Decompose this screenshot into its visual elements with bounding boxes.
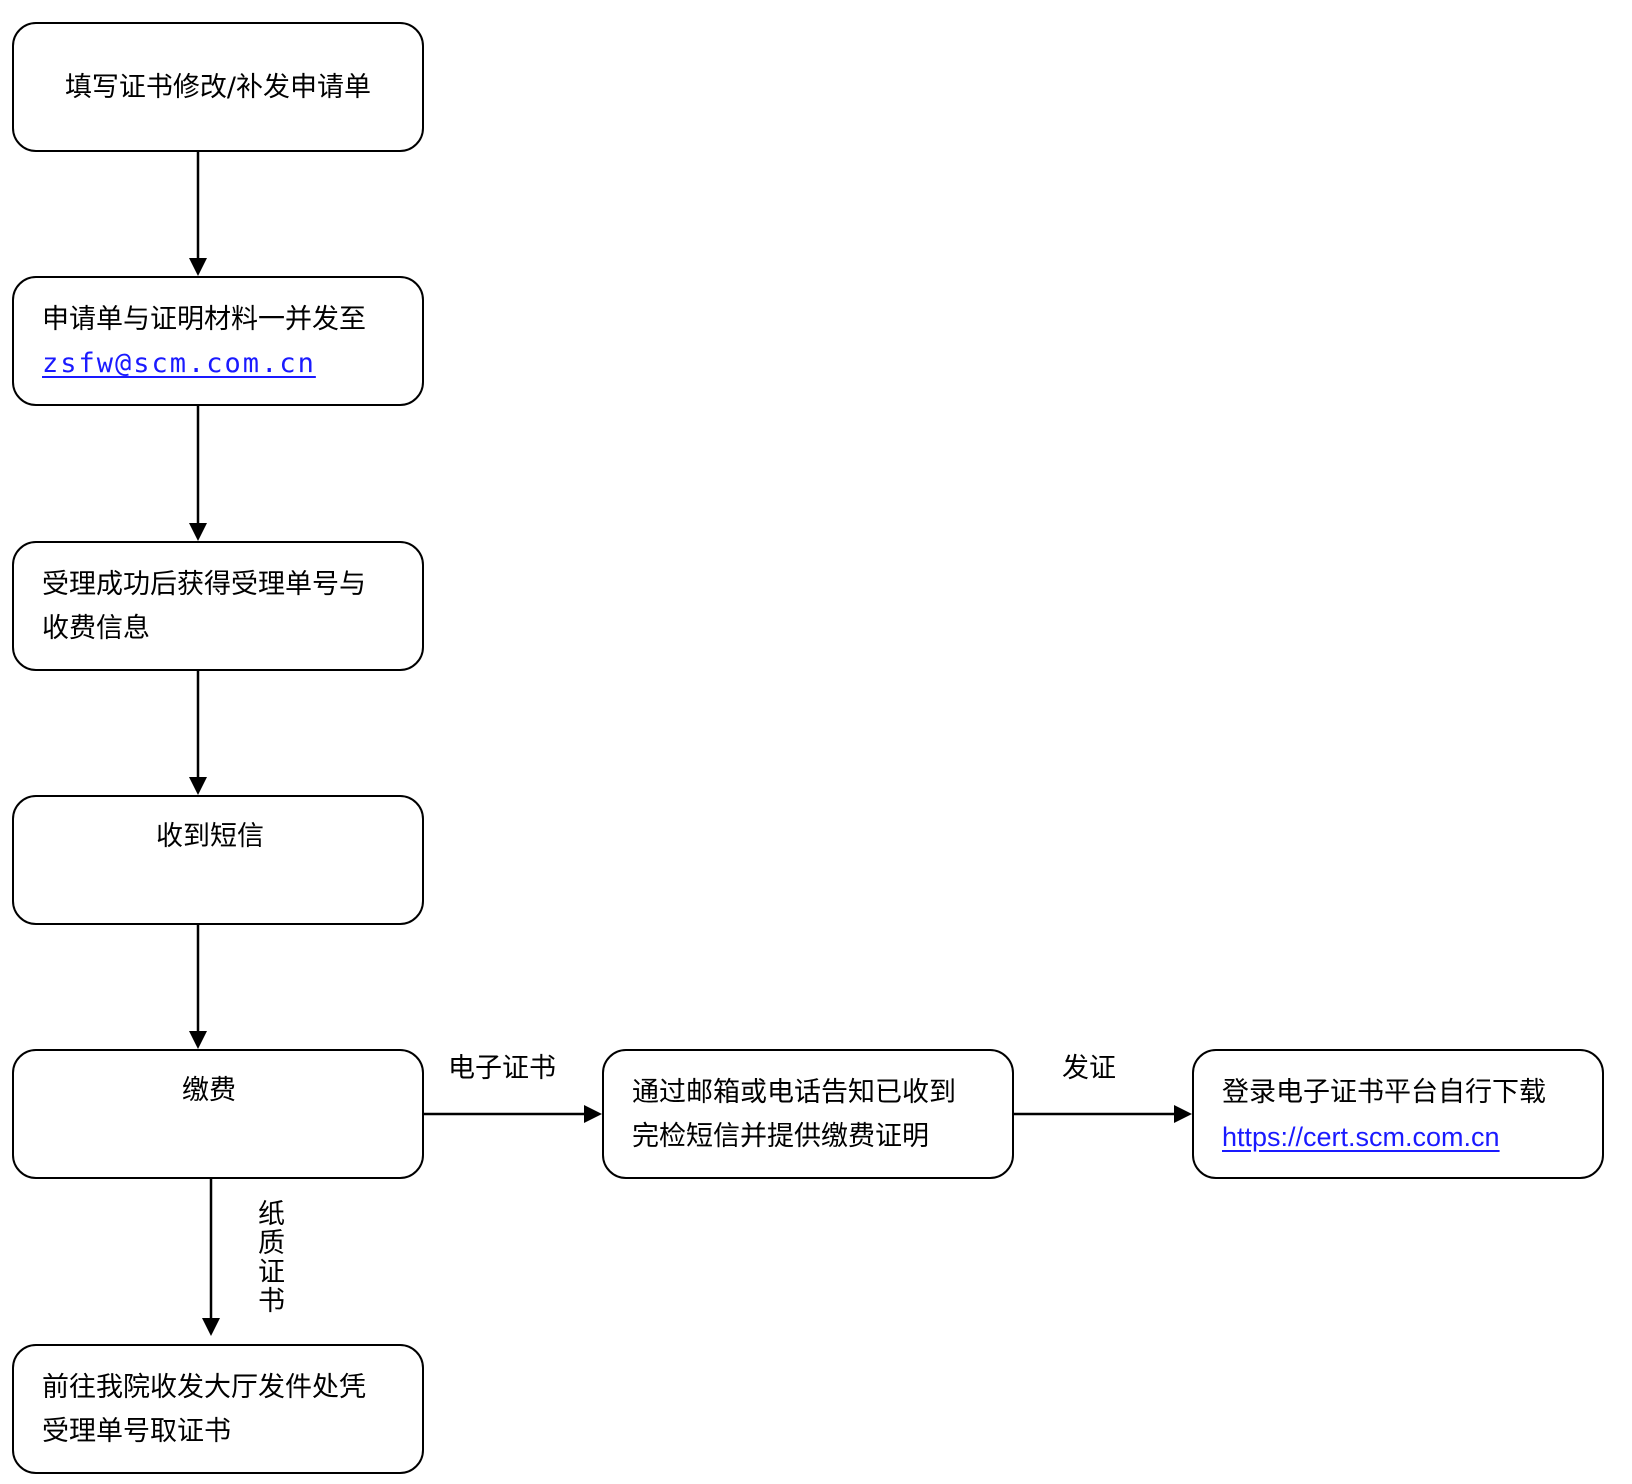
step-receive-sms: 收到短信 <box>12 795 424 925</box>
step-download-label: 登录电子证书平台自行下载 <box>1222 1077 1546 1108</box>
edge-label-paper-certificate: 纸质证书 <box>258 1199 285 1317</box>
step-send-email-label: 申请单与证明材料一并发至 <box>42 304 366 335</box>
step-fill-form: 填写证书修改/补发申请单 <box>12 22 424 152</box>
arrow-pay-to-pickup <box>202 1179 220 1336</box>
step-notify-payment: 通过邮箱或电话告知已收到 完检短信并提供缴费证明 <box>602 1049 1014 1179</box>
step-pay-label: 缴费 <box>182 1075 236 1106</box>
step-notify-line2: 完检短信并提供缴费证明 <box>632 1121 929 1152</box>
arrow-notify-to-download <box>1014 1105 1192 1123</box>
step-receive-sms-label: 收到短信 <box>156 821 264 852</box>
step-fill-form-label: 填写证书修改/补发申请单 <box>64 72 372 103</box>
step-pickup-line1: 前往我院收发大厅发件处凭 <box>42 1372 366 1403</box>
step-notify-line1: 通过邮箱或电话告知已收到 <box>632 1077 956 1108</box>
step-accepted-line2: 收费信息 <box>42 613 150 644</box>
step-send-email: 申请单与证明材料一并发至 zsfw@scm.com.cn <box>12 276 424 406</box>
step-pay: 缴费 <box>12 1049 424 1179</box>
edge-label-issue-certificate: 发证 <box>1062 1053 1116 1084</box>
step-accepted: 受理成功后获得受理单号与 收费信息 <box>12 541 424 671</box>
step-pickup-paper: 前往我院收发大厅发件处凭 受理单号取证书 <box>12 1344 424 1474</box>
arrow-pay-to-notify <box>424 1105 602 1123</box>
step-pickup-line2: 受理单号取证书 <box>42 1416 231 1447</box>
arrow-fill-to-send <box>189 152 207 276</box>
step-accepted-line1: 受理成功后获得受理单号与 <box>42 569 366 600</box>
arrow-accepted-to-sms <box>189 671 207 795</box>
email-link[interactable]: zsfw@scm.com.cn <box>42 348 316 379</box>
cert-platform-link[interactable]: https://cert.scm.com.cn <box>1222 1122 1500 1152</box>
arrow-sms-to-pay <box>189 925 207 1049</box>
edge-label-electronic-certificate: 电子证书 <box>448 1053 556 1084</box>
arrow-send-to-accepted <box>189 406 207 541</box>
step-download-cert: 登录电子证书平台自行下载 https://cert.scm.com.cn <box>1192 1049 1604 1179</box>
